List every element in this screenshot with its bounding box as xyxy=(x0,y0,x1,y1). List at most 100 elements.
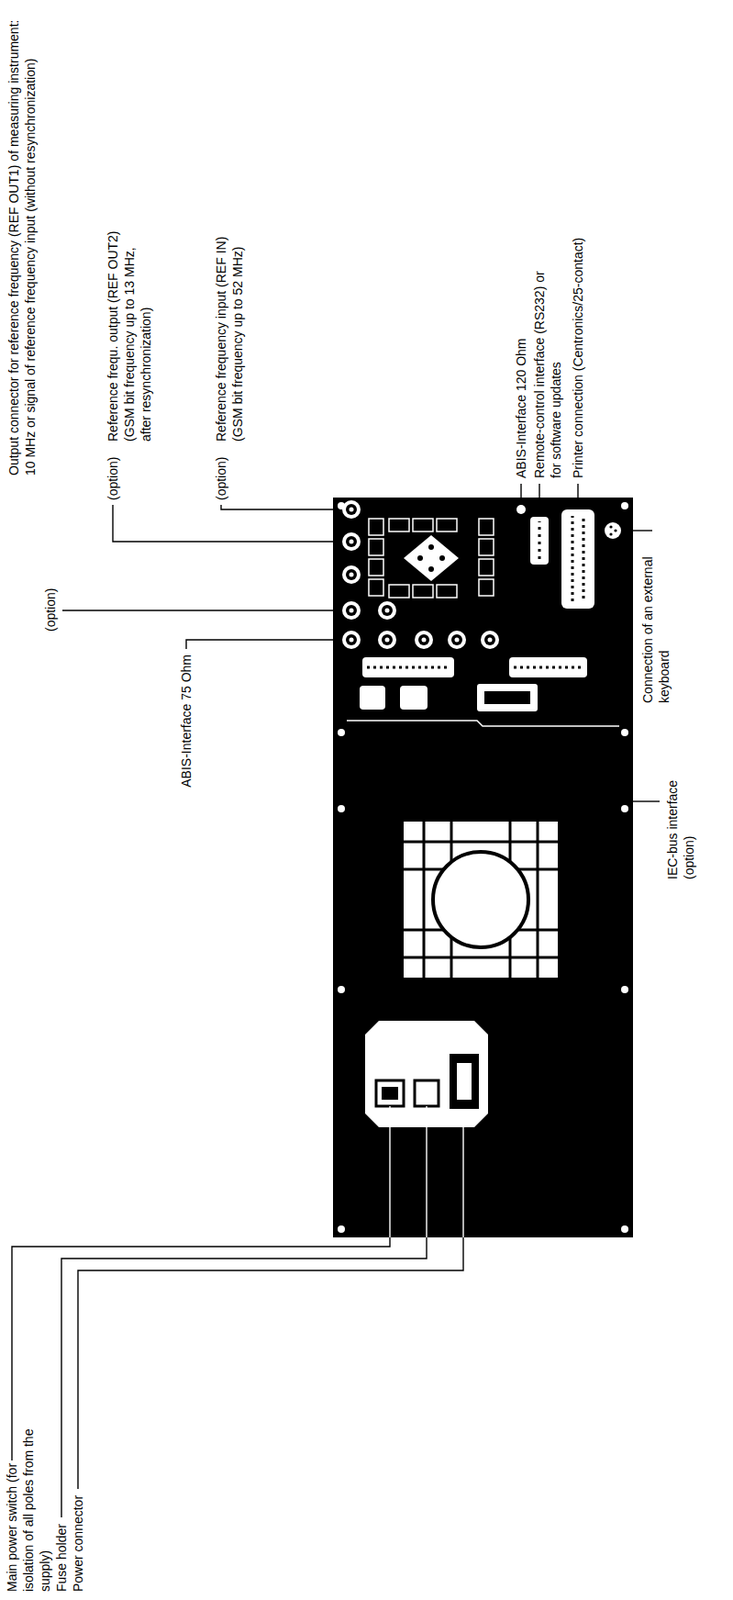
bnc-ring xyxy=(377,630,397,649)
logo-cell xyxy=(388,584,410,598)
connector-pins xyxy=(571,515,575,601)
connector-pin xyxy=(613,528,617,532)
logo-dot xyxy=(428,544,434,550)
label-text: Fuse holder xyxy=(53,1522,70,1591)
bnc-body xyxy=(345,604,357,616)
d-sub-connector xyxy=(362,656,455,678)
bnc-body xyxy=(418,633,430,645)
bnc-body xyxy=(451,633,463,645)
screw xyxy=(621,804,629,812)
leader-line xyxy=(538,483,540,498)
printer-connector xyxy=(561,509,595,609)
leader-line xyxy=(388,1105,390,1237)
callout-label: Output connector for reference frequency… xyxy=(5,7,39,476)
leader-line xyxy=(77,1236,464,1489)
power-switch xyxy=(376,1079,404,1106)
screw xyxy=(337,1224,345,1233)
connector-pin xyxy=(609,524,612,528)
label-text: (option) xyxy=(212,456,230,500)
label-text: IEC-bus interface (option) xyxy=(664,768,698,879)
logo-cell xyxy=(478,538,494,556)
logo-cell xyxy=(368,578,384,596)
bnc-connector xyxy=(342,499,500,649)
leader-line xyxy=(61,1236,427,1517)
bnc-pin xyxy=(385,608,390,613)
connector-pin xyxy=(609,532,612,535)
label-text: Power connector xyxy=(69,1494,87,1591)
leader-line xyxy=(577,483,578,498)
logo-cell xyxy=(436,518,457,532)
logo-diamond xyxy=(403,534,459,581)
logo-cell xyxy=(478,578,494,596)
iec-bus-slot xyxy=(484,690,531,704)
power-inlet-slot xyxy=(456,1062,472,1100)
d-sub-connector xyxy=(359,685,386,710)
leader-line xyxy=(112,504,334,542)
callout-label: Main power switch (for isolation of all … xyxy=(3,1421,54,1591)
leader-lines-inside xyxy=(389,1105,464,1237)
bnc-ring xyxy=(377,600,397,620)
callout-label: Fuse holder xyxy=(53,1522,70,1591)
abis-120-socket xyxy=(516,504,526,514)
logo-cell xyxy=(368,518,384,535)
bnc-pin xyxy=(349,572,355,578)
logo-cell xyxy=(412,584,434,598)
fan-grille xyxy=(403,821,558,978)
bnc-ring xyxy=(414,630,434,649)
bnc-body xyxy=(345,535,357,547)
bnc-pin xyxy=(455,637,460,643)
bnc-ring xyxy=(447,630,467,649)
keyboard-socket xyxy=(604,521,622,539)
logo-block xyxy=(368,518,494,598)
label-text: Connection of an external keyboard xyxy=(639,542,673,703)
bnc-ring xyxy=(342,630,361,649)
callout-label: (option) xyxy=(42,588,59,632)
label-text: (option) xyxy=(104,456,122,500)
connector-pins xyxy=(538,521,542,559)
screw xyxy=(337,985,345,993)
d-sub-connector xyxy=(509,656,588,678)
callout-label: Reference frequ. output (REF OUT2) (GSM … xyxy=(104,226,155,442)
screw xyxy=(337,728,345,736)
screw xyxy=(621,728,629,736)
leader-line xyxy=(425,1105,427,1237)
bnc-body xyxy=(345,568,357,580)
label-text: Printer connection (Centronics/25-contac… xyxy=(569,237,587,478)
bnc-pin xyxy=(349,507,355,512)
bnc-ring xyxy=(342,499,361,519)
power-switch-rocker xyxy=(381,1086,399,1100)
fan-grid-line xyxy=(403,955,558,959)
screw xyxy=(621,1224,629,1233)
fuse-holder xyxy=(414,1079,439,1106)
connector-pins xyxy=(513,666,583,669)
fan-grid-line xyxy=(536,821,540,978)
logo-cell xyxy=(478,518,494,535)
leader-line xyxy=(520,483,522,498)
logo-cell xyxy=(478,558,494,576)
bnc-pin xyxy=(385,637,390,643)
rs232-connector xyxy=(530,516,549,565)
callout-label: ABIS-Interface 120 Ohm xyxy=(512,337,530,478)
power-inlet xyxy=(449,1053,479,1109)
leader-line xyxy=(633,799,660,801)
logo-cell xyxy=(436,584,457,598)
rear-panel xyxy=(333,497,634,1237)
logo-dot xyxy=(417,555,423,561)
bnc-body xyxy=(345,503,357,515)
bnc-body xyxy=(381,633,393,645)
label-text: Reference frequency input (REF IN) (GSM … xyxy=(212,226,246,442)
callout-label: Printer connection (Centronics/25-contac… xyxy=(569,237,587,478)
panel-separator xyxy=(346,720,620,726)
screw xyxy=(621,985,629,993)
bnc-ring xyxy=(342,565,361,584)
fan-grid-line xyxy=(403,840,558,844)
bnc-pin xyxy=(349,637,355,643)
label-text: Main power switch (for isolation of all … xyxy=(3,1421,54,1591)
label-text: ABIS-Interface 120 Ohm xyxy=(512,337,530,478)
callout-label: IEC-bus interface (option) xyxy=(664,768,698,879)
label-text: (option) xyxy=(42,588,59,632)
logo-dot xyxy=(439,555,445,561)
screw xyxy=(337,804,345,812)
